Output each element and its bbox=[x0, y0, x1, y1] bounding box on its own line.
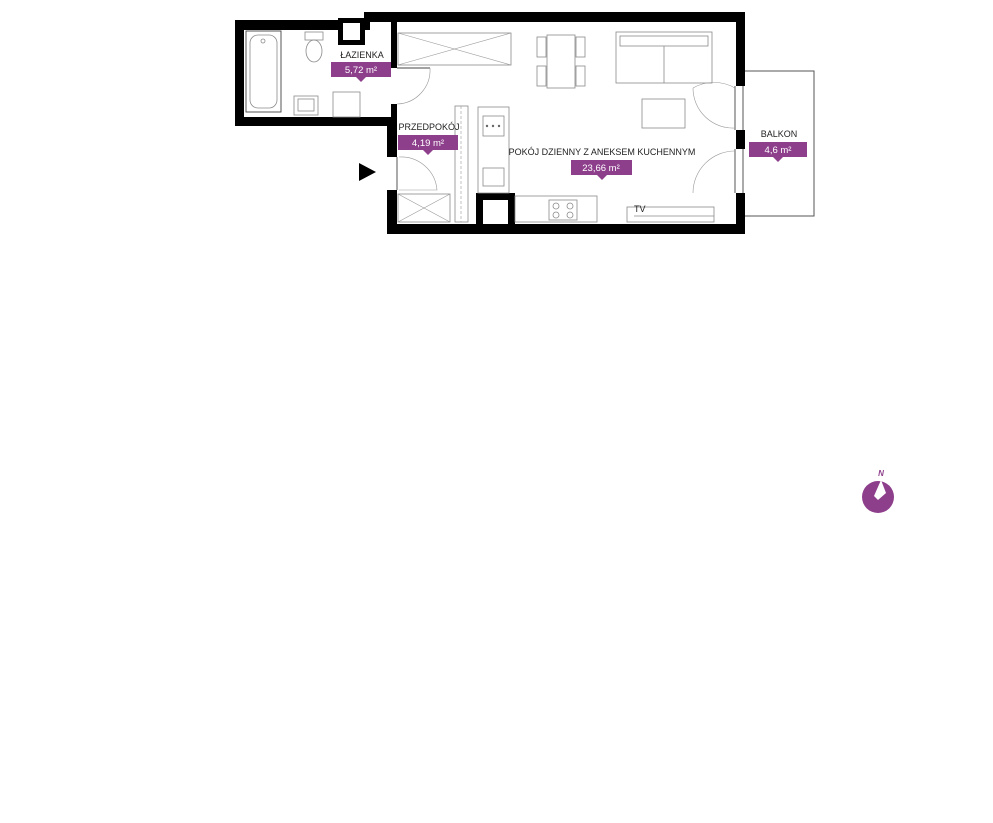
hallway-name: PRZEDPOKÓJ bbox=[398, 122, 459, 132]
balcony-area: 4,6 m² bbox=[765, 145, 792, 156]
hallway-wardrobe bbox=[397, 193, 451, 223]
living-room-badge-pointer bbox=[597, 175, 607, 180]
bathroom-label: ŁAZIENKA 5,72 m² bbox=[331, 50, 391, 82]
washing-machine bbox=[332, 91, 361, 118]
balcony-label: BALKON 4,6 m² bbox=[749, 129, 807, 162]
entrance-door bbox=[396, 156, 438, 191]
coffee-table bbox=[641, 98, 686, 129]
wardrobe-top bbox=[397, 32, 512, 66]
bathroom-area: 5,72 m² bbox=[345, 65, 377, 76]
bathroom-name: ŁAZIENKA bbox=[340, 50, 384, 60]
bathroom-door bbox=[396, 67, 431, 105]
dining-table bbox=[536, 34, 586, 89]
balcony-badge-pointer bbox=[773, 157, 783, 162]
balcony-name: BALKON bbox=[761, 129, 798, 139]
living-room-label: POKÓJ DZIENNY Z ANEKSEM KUCHENNYM 23,66 … bbox=[509, 147, 696, 180]
tv-label: TV bbox=[634, 204, 646, 214]
kitchen-units bbox=[477, 106, 598, 223]
living-room-name: POKÓJ DZIENNY Z ANEKSEM KUCHENNYM bbox=[509, 147, 696, 157]
compass-icon: N bbox=[862, 469, 894, 513]
bathroom-badge-pointer bbox=[356, 77, 366, 82]
walls bbox=[235, 12, 745, 234]
living-room-area: 23,66 m² bbox=[582, 163, 620, 174]
hallway-wall-unit bbox=[454, 105, 469, 223]
bathtub bbox=[245, 30, 282, 113]
compass-north-label: N bbox=[878, 469, 884, 478]
balcony-area-badge bbox=[749, 142, 807, 157]
tv-cabinet bbox=[626, 206, 715, 223]
toilet bbox=[304, 31, 324, 63]
bathroom-area-badge bbox=[331, 62, 391, 77]
entrance-arrow-icon bbox=[359, 163, 376, 181]
balcony-doors bbox=[692, 82, 736, 194]
hallway-area: 4,19 m² bbox=[412, 138, 444, 149]
hallway-area-badge bbox=[398, 135, 458, 150]
hallway-label: PRZEDPOKÓJ 4,19 m² bbox=[398, 122, 460, 155]
washbasin bbox=[293, 95, 319, 116]
living-room-area-badge bbox=[571, 160, 632, 175]
sofa bbox=[615, 31, 713, 84]
hallway-badge-pointer bbox=[423, 150, 433, 155]
